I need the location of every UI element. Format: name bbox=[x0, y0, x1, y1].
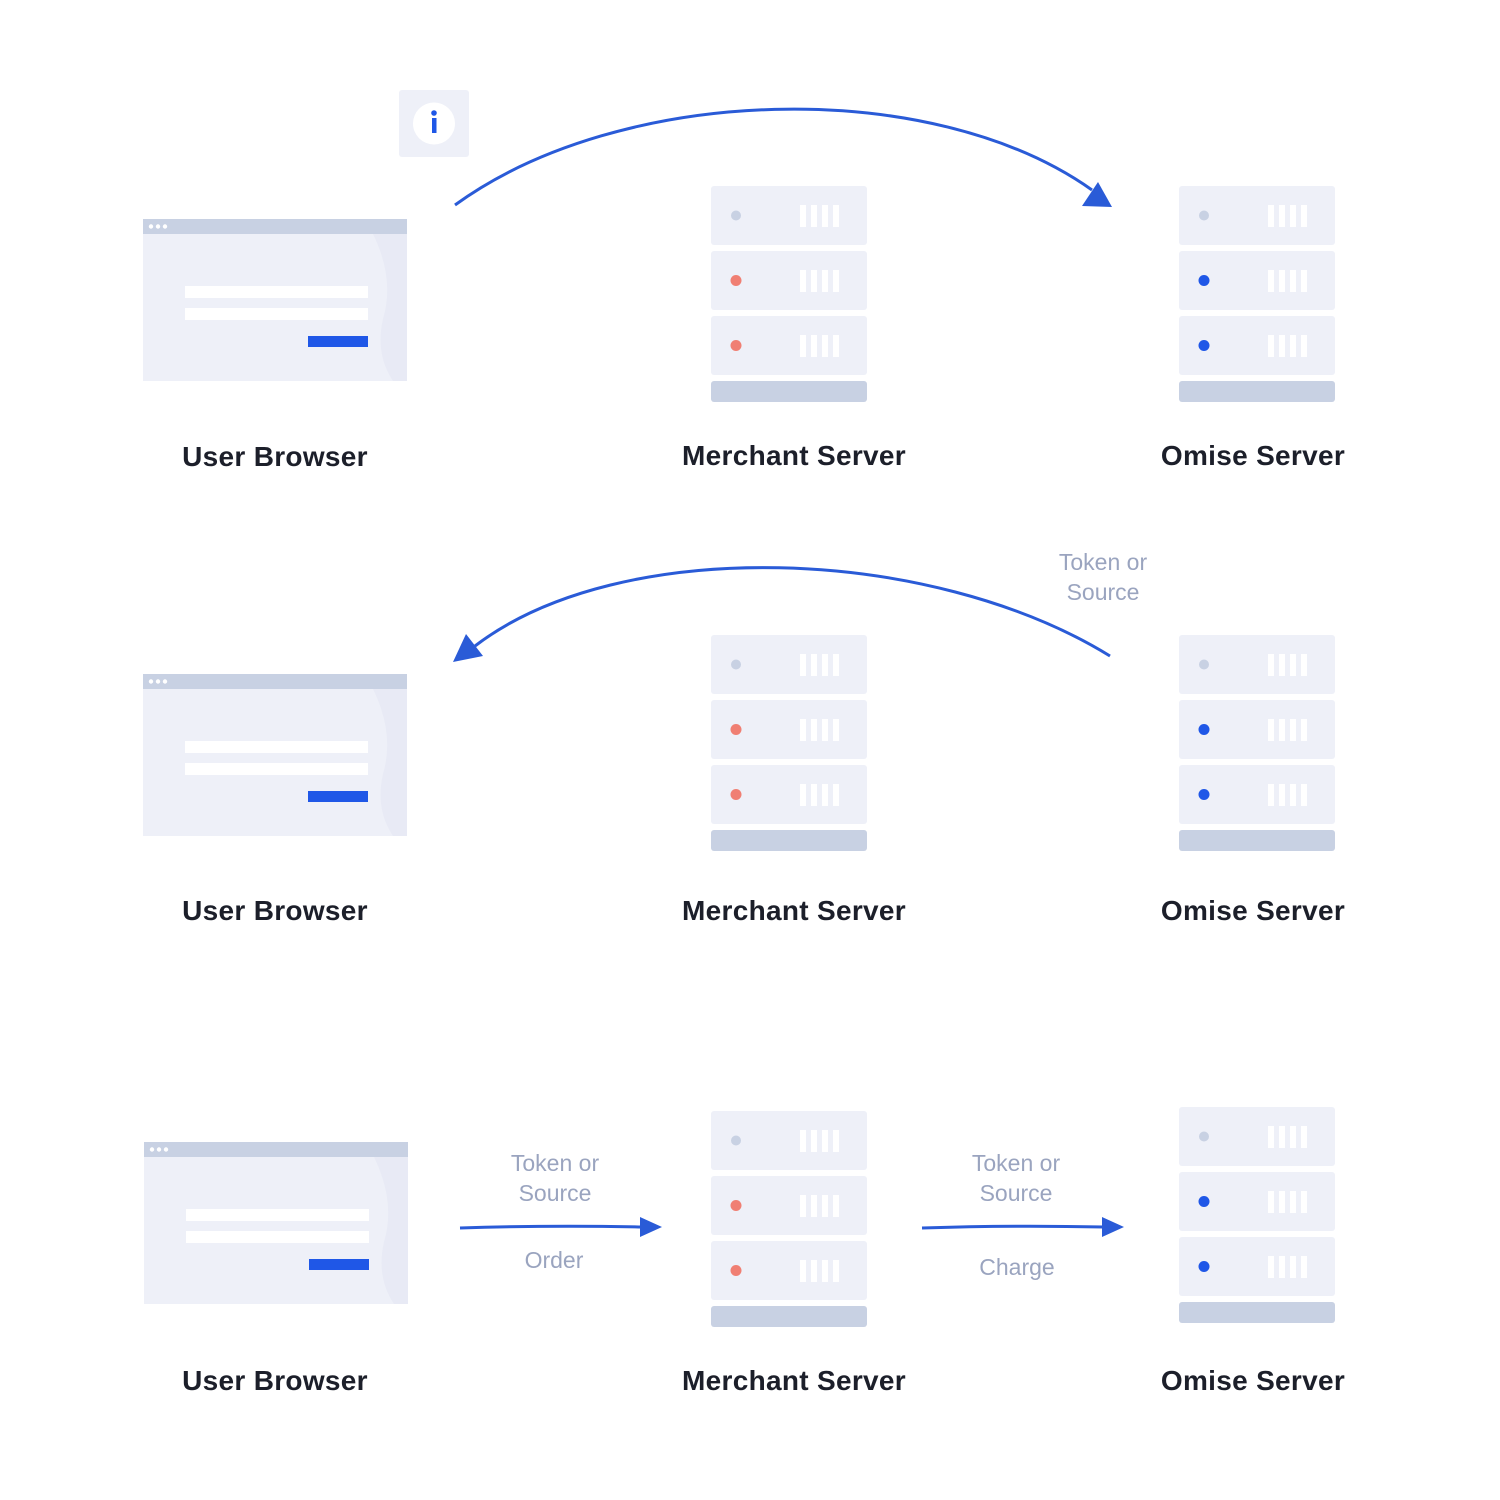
merchant-server-label: Merchant Server bbox=[682, 440, 906, 471]
token-or-source-note: Token or Source bbox=[1058, 549, 1148, 605]
charge-note: Charge bbox=[979, 1254, 1055, 1280]
omise-server-label: Omise Server bbox=[1160, 895, 1346, 926]
omise-server-icon bbox=[1179, 186, 1335, 402]
info-icon bbox=[399, 90, 469, 157]
user-browser-label: User Browser bbox=[182, 1365, 368, 1396]
token-or-source-note: Token or Source bbox=[510, 1150, 600, 1206]
omise-server-icon bbox=[1179, 1107, 1335, 1323]
arrow-browser-to-omise bbox=[454, 107, 1112, 207]
user-browser-label: User Browser bbox=[182, 895, 368, 926]
browser-window-icon bbox=[143, 219, 407, 381]
browser-window-icon bbox=[143, 674, 407, 836]
user-browser-label: User Browser bbox=[182, 441, 368, 472]
arrow-merchant-to-omise bbox=[921, 1217, 1124, 1237]
merchant-server-icon bbox=[711, 635, 867, 851]
arrow-omise-to-browser bbox=[453, 566, 1111, 662]
order-note: Order bbox=[524, 1247, 584, 1273]
merchant-server-icon bbox=[711, 186, 867, 402]
browser-window-icon bbox=[144, 1142, 408, 1304]
omise-server-label: Omise Server bbox=[1160, 440, 1346, 471]
merchant-server-label: Merchant Server bbox=[682, 1365, 906, 1396]
merchant-server-icon bbox=[711, 1111, 867, 1327]
omise-server-label: Omise Server bbox=[1160, 1365, 1346, 1396]
token-or-source-note: Token or Source bbox=[971, 1150, 1061, 1206]
merchant-server-label: Merchant Server bbox=[682, 895, 906, 926]
omise-server-icon bbox=[1179, 635, 1335, 851]
arrow-browser-to-merchant bbox=[459, 1217, 662, 1237]
